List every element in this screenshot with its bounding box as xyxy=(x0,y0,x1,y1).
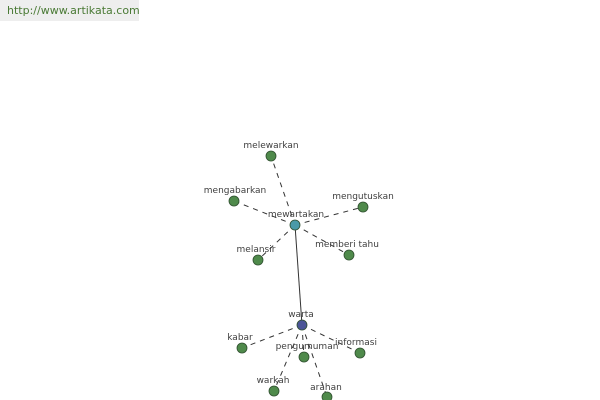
node-label-melewarkan[interactable]: melewarkan xyxy=(243,141,298,151)
node-mewartakan[interactable] xyxy=(289,219,301,231)
node-label-mengutuskan[interactable]: mengutuskan xyxy=(332,192,394,202)
edges-layer xyxy=(233,155,364,398)
node-memberi-tahu[interactable] xyxy=(343,249,355,261)
edge-mewartakan-memberi-tahu xyxy=(294,224,350,256)
node-label-pengumuman[interactable]: pengumuman xyxy=(276,342,339,352)
node-label-informasi[interactable]: informasi xyxy=(335,338,377,348)
node-label-warkah[interactable]: warkah xyxy=(257,376,290,386)
node-label-memberi-tahu[interactable]: memberi tahu xyxy=(315,240,379,250)
node-pengumuman[interactable] xyxy=(298,351,310,363)
edge-warta-warkah xyxy=(273,324,303,392)
node-label-melansir[interactable]: melansir xyxy=(237,245,276,255)
edge-warta-informasi xyxy=(301,324,361,354)
node-warkah[interactable] xyxy=(268,385,280,397)
node-informasi[interactable] xyxy=(354,347,366,359)
edge-mewartakan-mengutuskan xyxy=(294,206,364,226)
edge-warta-mewartakan xyxy=(294,224,303,326)
node-mengabarkan[interactable] xyxy=(228,195,240,207)
node-mengutuskan[interactable] xyxy=(357,201,369,213)
node-label-mewartakan[interactable]: mewartakan xyxy=(268,210,324,220)
node-label-warta[interactable]: warta xyxy=(288,310,314,320)
node-label-kabar[interactable]: kabar xyxy=(227,333,253,343)
labels-layer: warta mewartakan melewarkan mengabarkan meng… xyxy=(204,141,394,393)
site-url[interactable]: http://www.artikata.com xyxy=(0,0,140,21)
edge-mewartakan-mengabarkan xyxy=(233,200,296,226)
edge-mewartakan-melewarkan xyxy=(270,155,296,226)
node-arahan[interactable] xyxy=(321,391,333,400)
edge-warta-kabar xyxy=(241,324,303,349)
edge-warta-arahan xyxy=(301,324,328,398)
nodes-layer xyxy=(228,150,369,400)
node-melansir[interactable] xyxy=(252,254,264,266)
node-kabar[interactable] xyxy=(236,342,248,354)
node-melewarkan[interactable] xyxy=(265,150,277,162)
node-label-mengabarkan[interactable]: mengabarkan xyxy=(204,186,266,196)
edge-mewartakan-melansir xyxy=(257,224,296,261)
node-warta[interactable] xyxy=(296,319,308,331)
node-label-arahan[interactable]: arahan xyxy=(310,383,342,393)
